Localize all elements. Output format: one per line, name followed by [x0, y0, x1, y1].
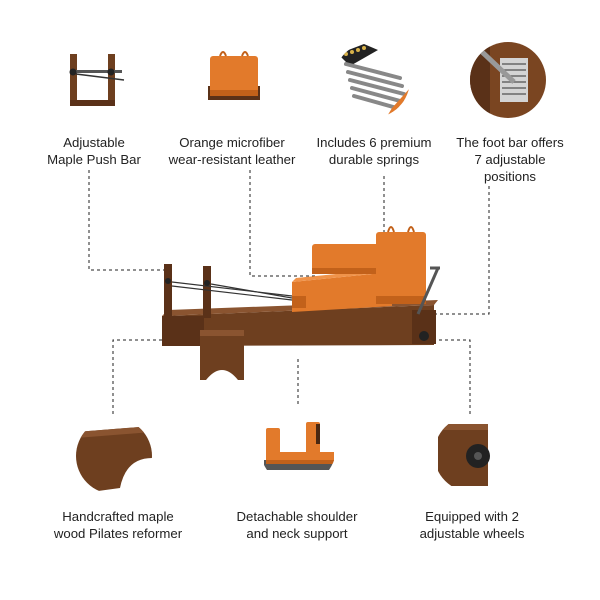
shoulder-rest-icon	[260, 410, 336, 486]
feature-foot-bar: The foot bar offers 7 adjustable positio…	[456, 135, 564, 184]
feature-wheels: Equipped with 2 adjustable wheels	[419, 509, 525, 541]
feature-push-bar: Adjustable Maple Push Bar	[47, 135, 141, 167]
wheel-icon	[434, 416, 510, 492]
leather-pad-icon	[196, 42, 272, 118]
foot-bar-icon	[470, 42, 546, 118]
leader-lines	[88, 170, 490, 414]
feature-shoulder: Detachable shoulder and neck support	[236, 509, 358, 541]
springs-icon	[334, 42, 410, 118]
wood-frame-icon	[76, 418, 152, 494]
feature-springs: Includes 6 premium durable springs	[316, 135, 432, 167]
feature-frame: Handcrafted maple wood Pilates reformer	[53, 509, 183, 541]
push-bar-icon	[56, 42, 132, 118]
feature-leather: Orange microfiber wear-resistant leather	[168, 135, 296, 167]
